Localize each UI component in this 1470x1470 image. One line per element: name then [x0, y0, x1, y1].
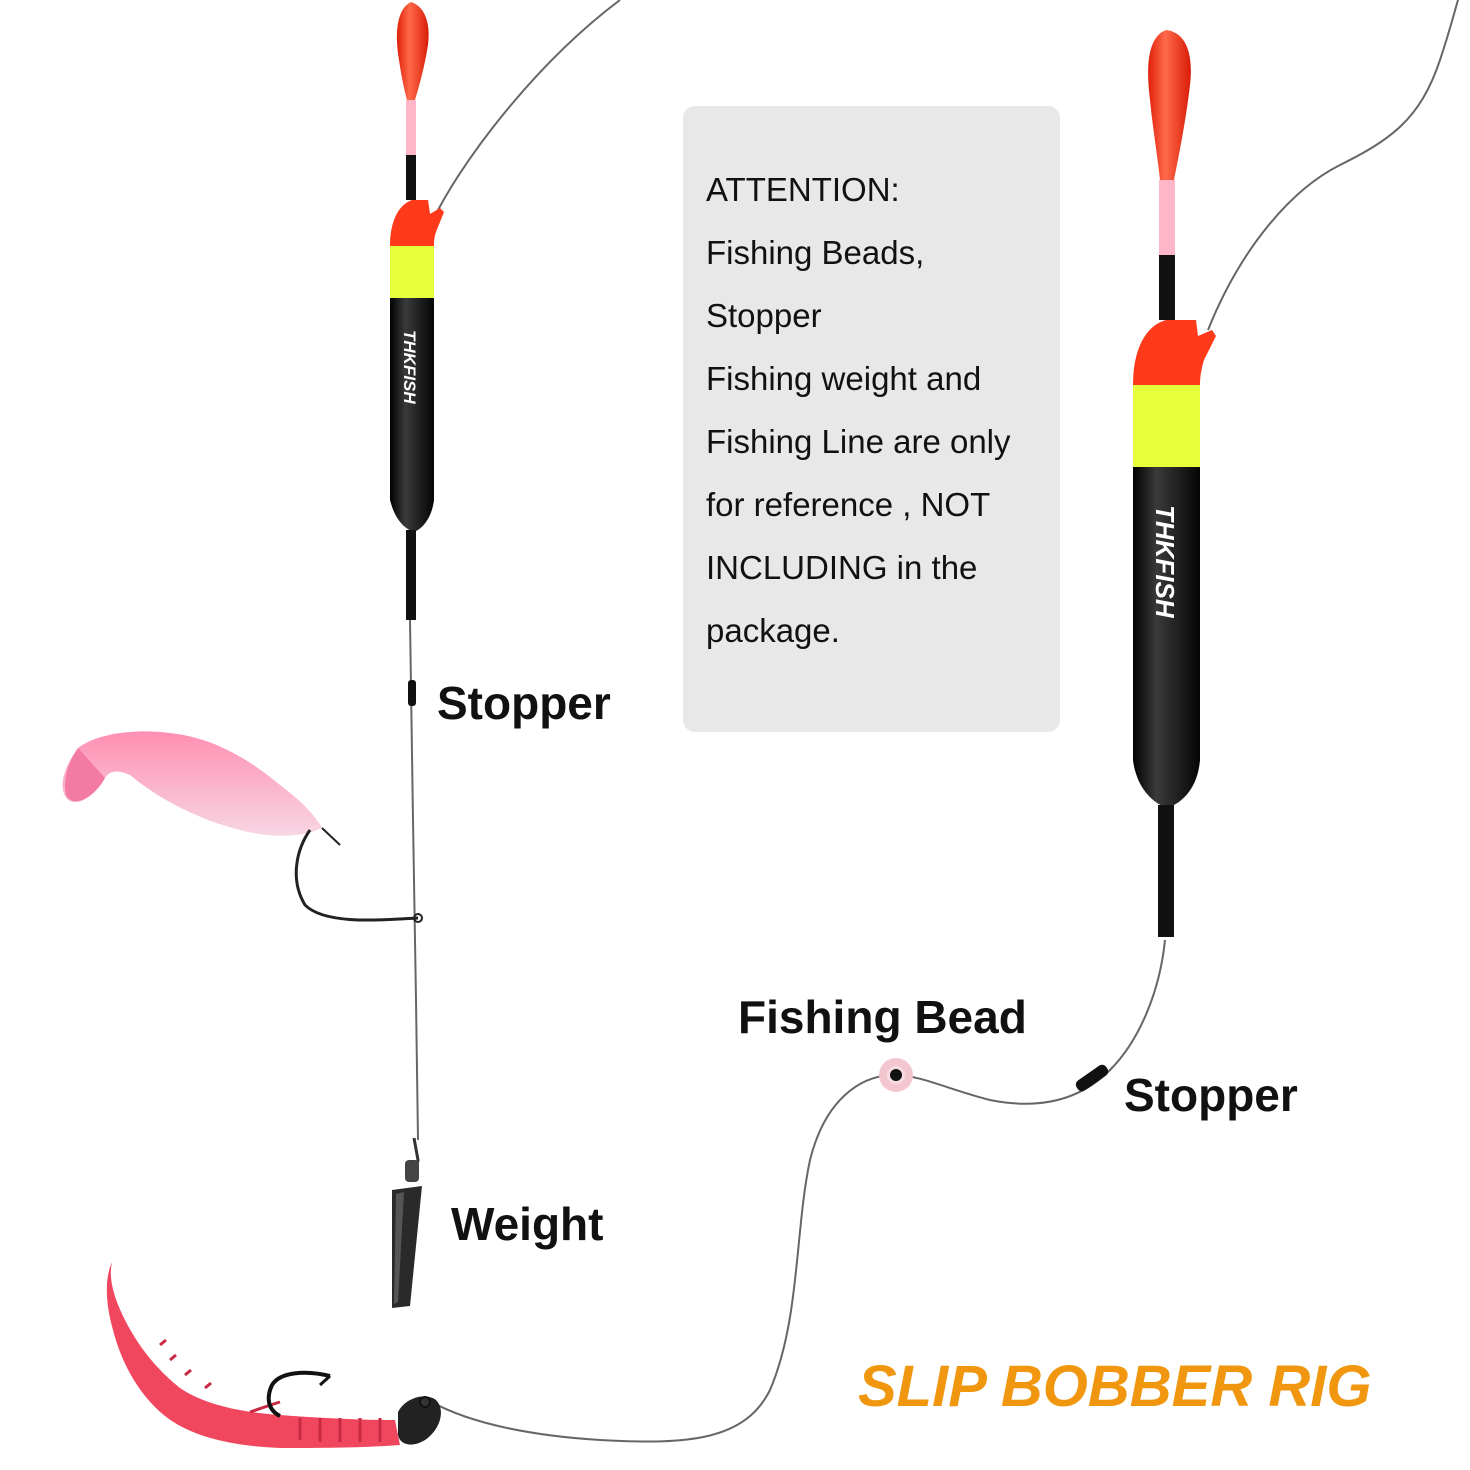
- fishing-bead: [879, 1058, 913, 1092]
- label-stopper-left: Stopper: [437, 677, 611, 729]
- jig-head: [398, 1396, 441, 1445]
- right-float-tail: [1158, 805, 1174, 937]
- left-stopper: [408, 680, 416, 706]
- left-float-tip: [396, 2, 429, 100]
- label-fishing-bead: Fishing Bead: [738, 991, 1027, 1043]
- right-float: THKFISH: [1133, 30, 1216, 937]
- notice-line: Fishing Line are only: [706, 423, 1011, 460]
- left-float-red-cap: [390, 200, 444, 246]
- left-float: THKFISH: [390, 2, 444, 620]
- pink-shad-lure: [62, 731, 423, 923]
- right-main-line-upper: [1207, 0, 1459, 331]
- attention-notice: ATTENTION: Fishing Beads, Stopper Fishin…: [683, 106, 1060, 732]
- rig-title: SLIP BOBBER RIG: [858, 1354, 1372, 1419]
- left-float-pink-stem: [406, 100, 416, 155]
- right-float-red-cap: [1133, 320, 1216, 385]
- notice-line: Fishing Beads,: [706, 234, 925, 271]
- lure-hook: [294, 829, 419, 922]
- right-float-pink-stem: [1159, 180, 1175, 255]
- label-weight: Weight: [451, 1198, 604, 1250]
- left-leader-line: [409, 619, 419, 1141]
- right-float-yellow-band: [1133, 385, 1200, 467]
- notice-line: Stopper: [706, 297, 822, 334]
- right-float-body: [1133, 467, 1200, 808]
- left-main-line-upper: [437, 0, 621, 211]
- notice-line: INCLUDING in the: [706, 549, 978, 586]
- left-float-tail: [406, 530, 416, 620]
- left-float-body: [390, 298, 434, 532]
- right-float-black-stem: [1159, 255, 1175, 320]
- pink-worm-jig: [106, 1262, 441, 1448]
- notice-line: package.: [706, 612, 840, 649]
- left-weight: [392, 1137, 422, 1308]
- notice-line-heading: ATTENTION:: [706, 171, 900, 208]
- left-float-black-stem: [406, 155, 416, 200]
- right-float-brand: THKFISH: [1150, 505, 1180, 619]
- notice-line: Fishing weight and: [706, 360, 982, 397]
- label-stopper-right: Stopper: [1124, 1069, 1298, 1121]
- notice-line: for reference , NOT: [706, 486, 991, 523]
- jig-hook: [266, 1370, 331, 1418]
- right-stopper: [1075, 1064, 1109, 1092]
- left-float-yellow-band: [390, 246, 434, 298]
- right-float-tip: [1148, 30, 1191, 180]
- left-float-brand: THKFISH: [400, 330, 419, 404]
